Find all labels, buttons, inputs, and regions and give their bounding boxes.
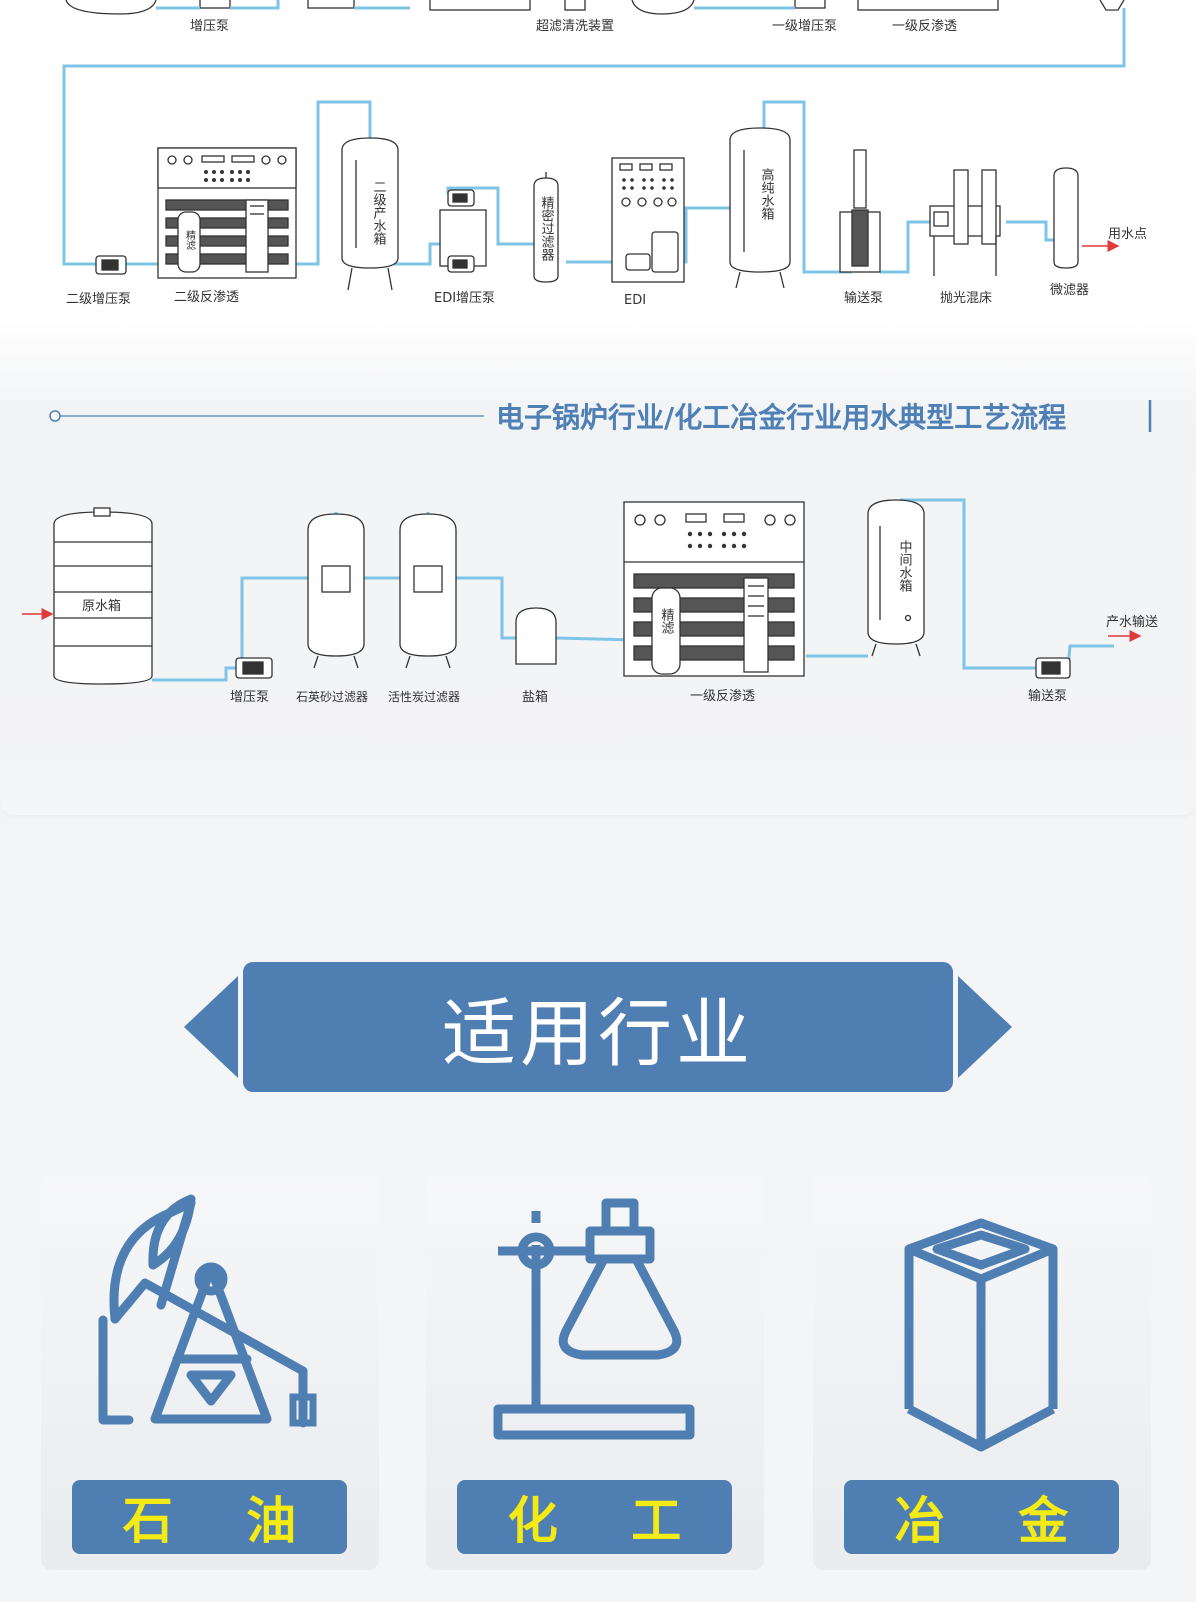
fine-filter-label-bottom: 精滤 <box>659 608 675 635</box>
industries-banner: 适用行业 <box>243 962 953 1092</box>
label-salt-tank: 盐箱 <box>522 689 548 705</box>
precision-filter <box>533 172 559 283</box>
section-heading: 电子锅炉行业/化工冶金行业用水典型工艺流程 <box>496 401 1067 434</box>
label-stage1-ro-bottom: 一级反渗透 <box>690 689 755 704</box>
banner-left-arrow <box>184 976 238 1078</box>
label-stage1-pump: 一级增压泵 <box>772 19 837 34</box>
industry-label-metallurgy: 冶 金 <box>844 1480 1119 1554</box>
cropped-pump-2 <box>794 0 826 9</box>
industry-card-chemical: 化 工 <box>426 1175 764 1570</box>
bottom-labels: 原水箱 增压泵 石英砂过滤器 活性炭过滤器 盐箱 一级反渗透 输送泵 产水输送 <box>82 598 1158 705</box>
process-diagram-svg: 二级产水箱 精密过滤器 高纯水箱 精滤 增压泵 超滤清洗装置 一级增压泵 一级反… <box>22 0 1158 705</box>
top-vertical-labels: 二级产水箱 精密过滤器 高纯水箱 精滤 <box>184 167 775 262</box>
label-quartz-filter: 石英砂过滤器 <box>296 690 368 704</box>
cropped-ro-1 <box>857 0 999 11</box>
micro-filter <box>1053 167 1079 269</box>
industry-card-oil: 石 油 <box>41 1175 379 1570</box>
label-stage1-ro: 一级反渗透 <box>892 19 957 34</box>
cropped-tank-2 <box>631 0 695 15</box>
cropped-pump-1 <box>199 0 231 9</box>
cropped-box-1 <box>307 0 355 9</box>
carbon-filter <box>399 513 457 669</box>
label-raw-tank: 原水箱 <box>82 598 121 614</box>
top-diagram <box>65 0 1125 15</box>
label-stage2-ro: 二级反渗透 <box>174 290 239 305</box>
quartz-filter <box>307 513 365 669</box>
secondary-tank <box>341 137 399 291</box>
label-micro-filter: 微滤器 <box>1050 283 1089 298</box>
top-pipes <box>62 0 1126 274</box>
salt-tank <box>515 607 557 665</box>
raw-water-tank <box>53 507 153 685</box>
polishing-bed <box>929 169 1001 276</box>
cropped-filter <box>1099 0 1125 11</box>
edi-pump-set <box>439 189 487 273</box>
section-divider <box>49 400 1152 432</box>
bottom-vertical-labels: 中间水箱 精滤 <box>659 540 913 635</box>
industry-card-metallurgy: 冶 金 <box>813 1175 1151 1570</box>
industry-label-chemical: 化 工 <box>457 1480 732 1554</box>
stage2-ro-rack <box>157 147 297 279</box>
label-product-out: 产水输送 <box>1106 614 1158 630</box>
vertical-pumps <box>839 149 881 273</box>
label-transfer-pump: 输送泵 <box>844 290 883 306</box>
booster-pump <box>235 657 273 679</box>
banner-right-arrow <box>958 976 1012 1078</box>
label-pump-a: 增压泵 <box>190 19 229 34</box>
fine-filter-label-top: 精滤 <box>184 229 196 251</box>
top-equipment <box>95 127 1079 291</box>
precision-filter-label: 精密过滤器 <box>539 196 555 262</box>
middle-tank-label: 中间水箱 <box>897 540 913 592</box>
top-labels: 增压泵 超滤清洗装置 一级增压泵 一级反渗透 二级增压泵 二级反渗透 EDI增压… <box>66 19 1147 308</box>
bottom-equipment <box>53 499 1071 685</box>
edi-unit <box>611 157 685 283</box>
oil-pump-icon <box>98 1194 317 1428</box>
secondary-tank-label: 二级产水箱 <box>371 180 387 245</box>
industries-banner-title: 适用行业 <box>442 990 754 1077</box>
middle-water-tank <box>867 499 925 657</box>
label-carbon-filter: 活性炭过滤器 <box>388 690 460 704</box>
cropped-tank-1 <box>65 0 157 15</box>
label-stage2-pump: 二级增压泵 <box>66 292 131 307</box>
stage1-ro-rack <box>623 501 805 677</box>
lab-flask-icon <box>493 1198 695 1440</box>
stage2-pump <box>95 255 127 275</box>
cropped-valve <box>564 0 586 11</box>
label-edi: EDI <box>624 293 646 308</box>
transfer-pump-bottom <box>1035 657 1071 679</box>
high-purity-tank <box>729 127 791 289</box>
label-booster-pump: 增压泵 <box>230 690 269 705</box>
metal-ingot-icon <box>904 1218 1058 1452</box>
high-purity-tank-label: 高纯水箱 <box>759 167 775 220</box>
industry-label-oil: 石 油 <box>72 1480 347 1554</box>
label-edi-pump: EDI增压泵 <box>434 291 495 306</box>
label-uf-cleaning: 超滤清洗装置 <box>536 19 614 34</box>
label-use-point: 用水点 <box>1108 227 1147 242</box>
label-polish-bed: 抛光混床 <box>940 291 992 306</box>
label-transfer-pump-bottom: 输送泵 <box>1028 688 1067 704</box>
cropped-uf-device <box>429 0 531 11</box>
